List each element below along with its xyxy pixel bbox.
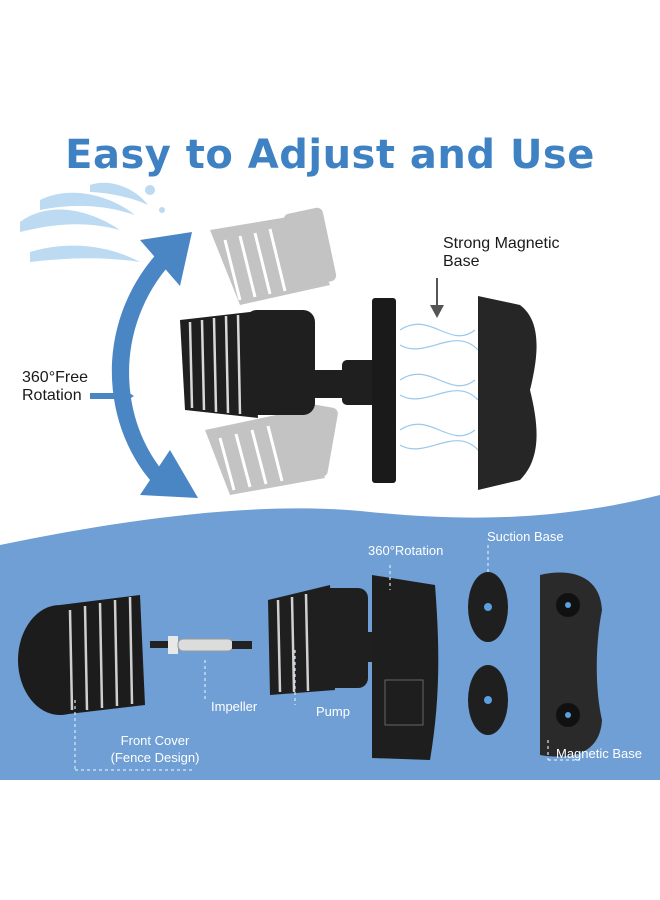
rotation-arrow-icon — [111, 232, 198, 498]
label-impeller: Impeller — [211, 699, 258, 714]
pump-part — [268, 585, 400, 695]
suction-base-part — [468, 572, 508, 735]
controller-part — [372, 575, 439, 760]
front-cover-part — [18, 595, 145, 715]
label-pump: Pump — [316, 704, 350, 719]
pointer-arrow-icon — [90, 386, 134, 406]
label-magnetic-base: Magnetic Base — [556, 746, 642, 761]
pump-main-top — [180, 310, 377, 418]
label-front-cover: Front Cover (Fence Design) — [110, 733, 200, 765]
pump-ghost-lower — [205, 403, 338, 495]
dashed-assembly-lines — [74, 545, 580, 771]
page-title: Easy to Adjust and Use — [65, 132, 595, 178]
down-arrow-icon — [430, 278, 444, 318]
label-free-rotation: 360°Free Rotation — [22, 369, 88, 404]
water-splash-icon — [20, 182, 165, 262]
label-360-rotation: 360°Rotation — [368, 543, 444, 558]
label-suction-base: Suction Base — [487, 529, 564, 544]
magnet-plate-inner — [372, 298, 396, 483]
magnetic-base-part — [540, 572, 602, 757]
impeller-part — [150, 636, 252, 654]
magnetic-field — [399, 323, 479, 451]
pump-ghost-upper — [210, 207, 337, 305]
magnet-plate-outer — [478, 296, 537, 490]
label-strong-magnetic-base: Strong Magnetic Base — [443, 235, 560, 270]
